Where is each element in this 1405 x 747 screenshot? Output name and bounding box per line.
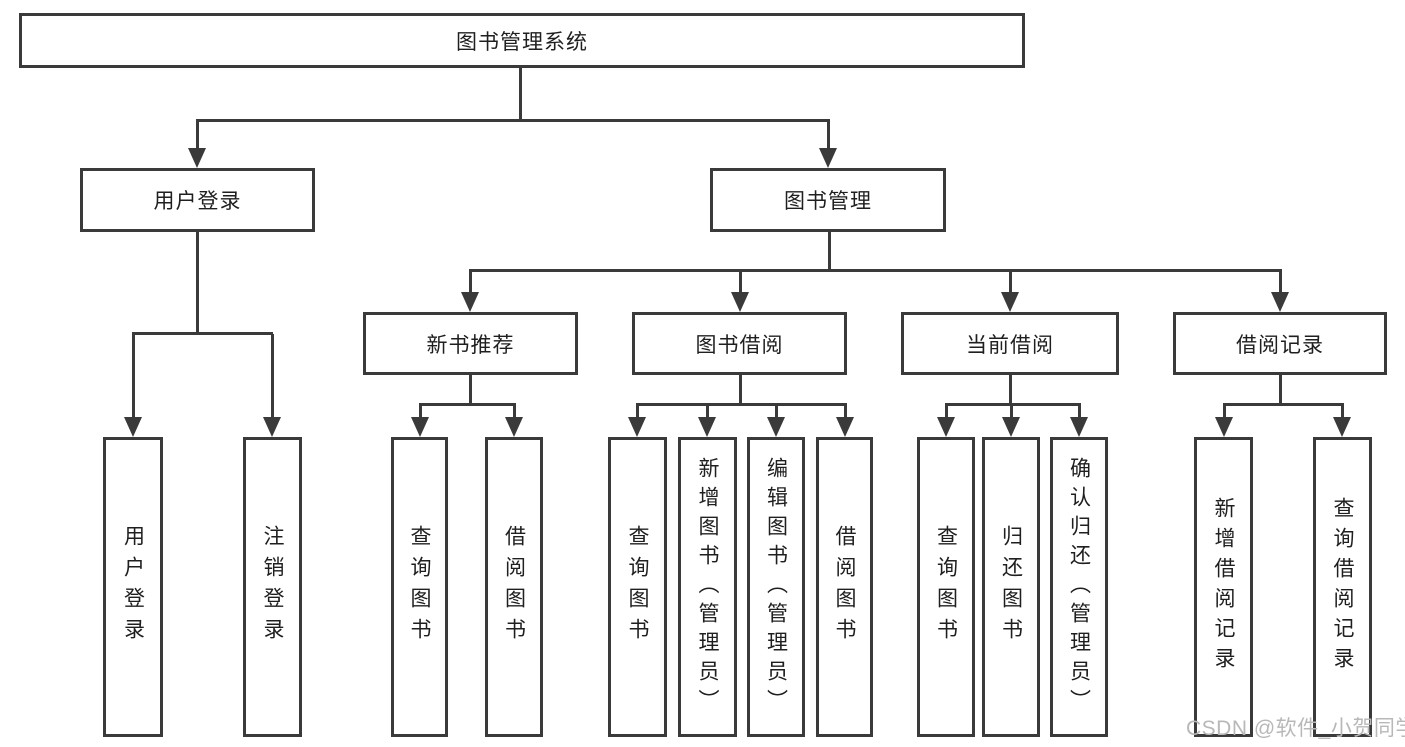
connector-arrowhead — [1070, 417, 1088, 437]
node-book-borrow: 图书借阅 — [632, 312, 847, 375]
connector-line — [469, 271, 472, 294]
connector-line — [132, 334, 135, 419]
connector-line — [636, 403, 847, 406]
leaf-query-books-1: 查询图书 — [391, 437, 448, 737]
leaf-confirm-return-admin: 确认归还（管理员） — [1050, 437, 1108, 737]
connector-line — [739, 271, 742, 294]
connector-line — [196, 121, 199, 150]
connector-line — [196, 119, 830, 122]
connector-arrowhead — [1002, 417, 1020, 437]
node-root-title: 图书管理系统 — [19, 13, 1025, 68]
connector-line — [1009, 375, 1012, 406]
connector-arrowhead — [1271, 292, 1289, 312]
connector-line — [132, 332, 273, 335]
connector-line — [828, 232, 831, 272]
connector-line — [419, 403, 516, 406]
connector-line — [706, 405, 709, 419]
connector-line — [271, 334, 274, 419]
leaf-add-books-admin: 新增图书（管理员） — [678, 437, 737, 737]
connector-arrowhead — [188, 148, 206, 168]
node-user-login: 用户登录 — [80, 168, 315, 232]
connector-line — [1223, 403, 1344, 406]
node-book-mgmt: 图书管理 — [710, 168, 946, 232]
connector-arrowhead — [1001, 292, 1019, 312]
connector-arrowhead — [461, 292, 479, 312]
connector-arrowhead — [767, 417, 785, 437]
connector-line — [196, 232, 199, 335]
connector-line — [775, 405, 778, 419]
connector-line — [419, 405, 422, 419]
connector-line — [1009, 271, 1012, 294]
leaf-query-borrow-record: 查询借阅记录 — [1313, 437, 1372, 737]
connector-line — [1223, 405, 1226, 419]
watermark: CSDN @软件_小贺同学 — [1186, 717, 1405, 740]
connector-line — [1279, 375, 1282, 406]
leaf-borrow-books-2: 借阅图书 — [816, 437, 873, 737]
connector-line — [636, 405, 639, 419]
connector-arrowhead — [263, 417, 281, 437]
connector-line — [844, 405, 847, 419]
connector-line — [469, 375, 472, 406]
connector-line — [827, 121, 830, 150]
leaf-logout: 注销登录 — [243, 437, 302, 737]
node-current-borrow: 当前借阅 — [901, 312, 1119, 375]
connector-arrowhead — [1215, 417, 1233, 437]
connector-arrowhead — [505, 417, 523, 437]
leaf-add-borrow-record: 新增借阅记录 — [1194, 437, 1253, 737]
connector-line — [519, 68, 522, 121]
leaf-query-books-3: 查询图书 — [917, 437, 975, 737]
connector-line — [945, 405, 948, 419]
connector-arrowhead — [1333, 417, 1351, 437]
connector-arrowhead — [819, 148, 837, 168]
connector-arrowhead — [124, 417, 142, 437]
connector-line — [469, 269, 1282, 272]
connector-arrowhead — [731, 292, 749, 312]
leaf-edit-books-admin: 编辑图书（管理员） — [747, 437, 805, 737]
node-borrow-records: 借阅记录 — [1173, 312, 1387, 375]
leaf-user-login: 用户登录 — [103, 437, 163, 737]
connector-arrowhead — [628, 417, 646, 437]
connector-line — [1341, 405, 1344, 419]
connector-line — [945, 403, 1081, 406]
connector-arrowhead — [836, 417, 854, 437]
connector-arrowhead — [698, 417, 716, 437]
connector-line — [513, 405, 516, 419]
connector-arrowhead — [937, 417, 955, 437]
connector-line — [1279, 271, 1282, 294]
leaf-return-books: 归还图书 — [982, 437, 1040, 737]
connector-line — [1010, 405, 1013, 419]
connector-line — [1078, 405, 1081, 419]
connector-arrowhead — [411, 417, 429, 437]
leaf-borrow-books-1: 借阅图书 — [485, 437, 543, 737]
leaf-query-books-2: 查询图书 — [608, 437, 667, 737]
node-new-book-rec: 新书推荐 — [363, 312, 578, 375]
connector-line — [739, 375, 742, 406]
